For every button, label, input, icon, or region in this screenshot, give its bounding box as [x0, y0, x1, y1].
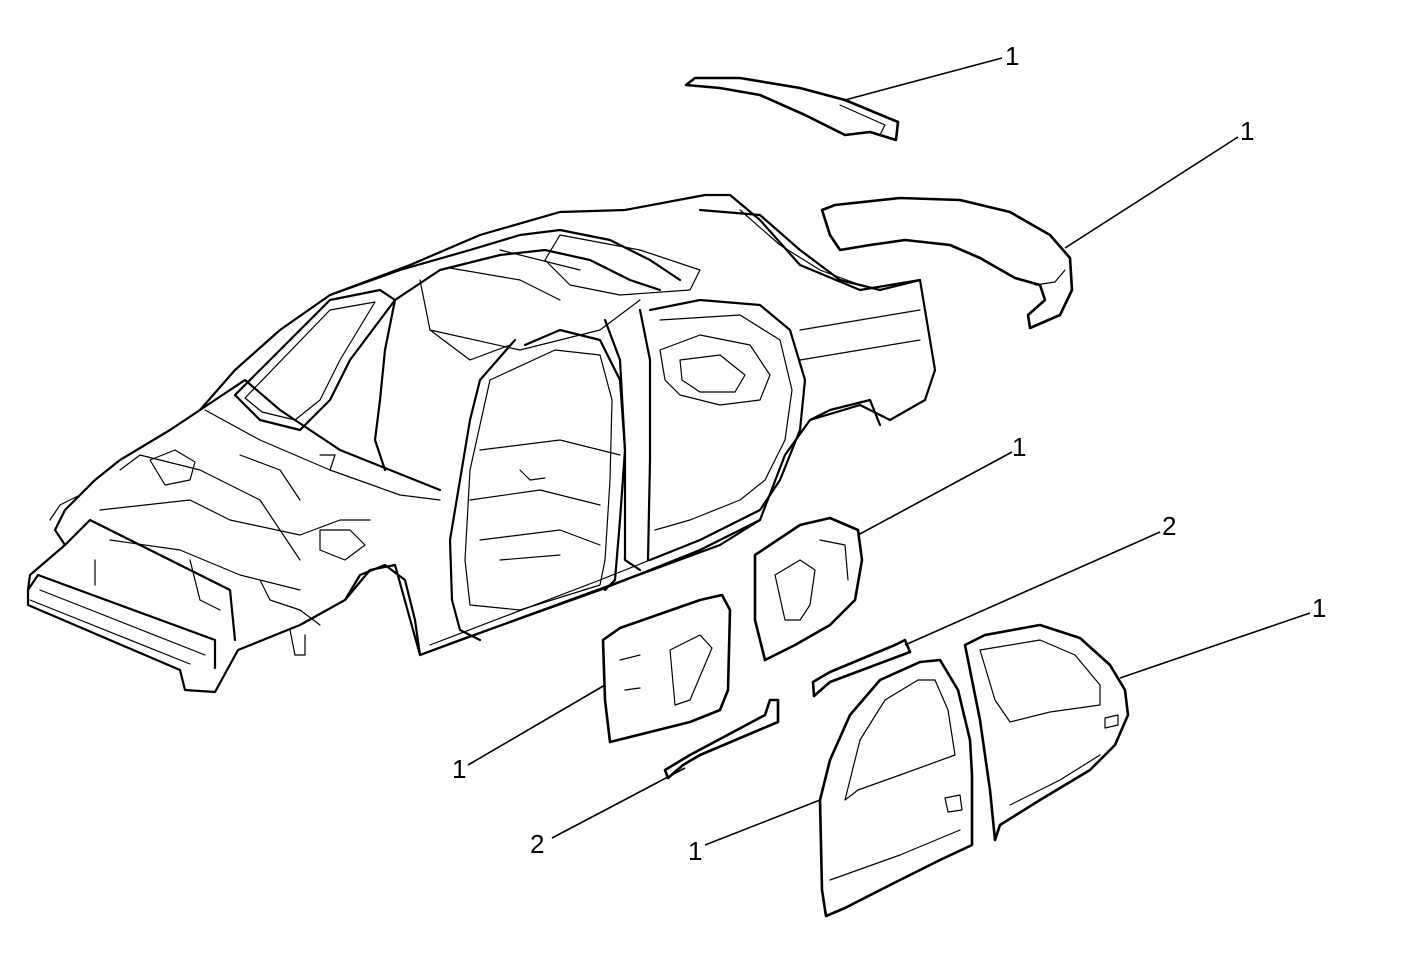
center-pillar-inner-panel	[753, 516, 864, 662]
callout-front-door: 1	[688, 836, 702, 866]
rear-door-panel	[963, 623, 1130, 842]
leader-rocker-front	[551, 767, 686, 839]
rocker-reinforcement-rear	[811, 638, 912, 698]
roof-rail-panel	[684, 76, 900, 142]
leader-front-door	[704, 799, 821, 846]
leader-front-pillar-inner	[467, 684, 606, 766]
callout-roof-rail: 1	[1005, 41, 1019, 71]
quarter-outer-panel	[820, 196, 1074, 330]
front-door-panel	[818, 658, 974, 918]
callout-rocker-reinforcement-rear: 2	[1162, 511, 1176, 541]
body-in-white	[26, 193, 937, 694]
callout-quarter-panel: 1	[1240, 116, 1254, 146]
front-pillar-inner-panel	[601, 593, 732, 744]
leader-lines	[467, 57, 1311, 846]
rocker-reinforcement-front	[663, 698, 780, 780]
callout-rear-door: 1	[1312, 593, 1326, 623]
leader-center-pillar-inner	[857, 451, 1013, 536]
leader-rear-door	[1119, 612, 1311, 679]
callout-rocker-reinforcement-front: 2	[530, 829, 544, 859]
callout-center-pillar-inner: 1	[1012, 432, 1026, 462]
callout-front-pillar-inner: 1	[452, 754, 466, 784]
leader-roof-rail	[844, 57, 1003, 101]
leader-quarter-panel	[1064, 136, 1239, 249]
callout-labels: 1 1 1 2 1 1 2 1	[452, 41, 1326, 866]
leader-rocker-rear	[904, 531, 1161, 646]
